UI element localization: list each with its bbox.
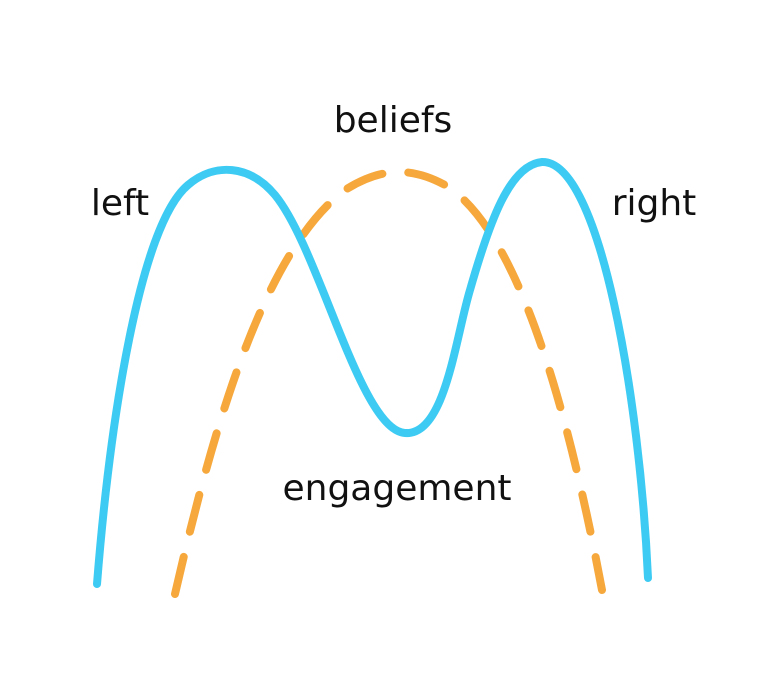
label-engagement: engagement xyxy=(282,468,511,509)
bimodal-solid-curve xyxy=(93,157,652,588)
label-beliefs: beliefs xyxy=(334,100,453,141)
unimodal-dashed-curve xyxy=(171,168,606,598)
label-left: left xyxy=(91,183,149,224)
label-right: right xyxy=(612,183,697,224)
